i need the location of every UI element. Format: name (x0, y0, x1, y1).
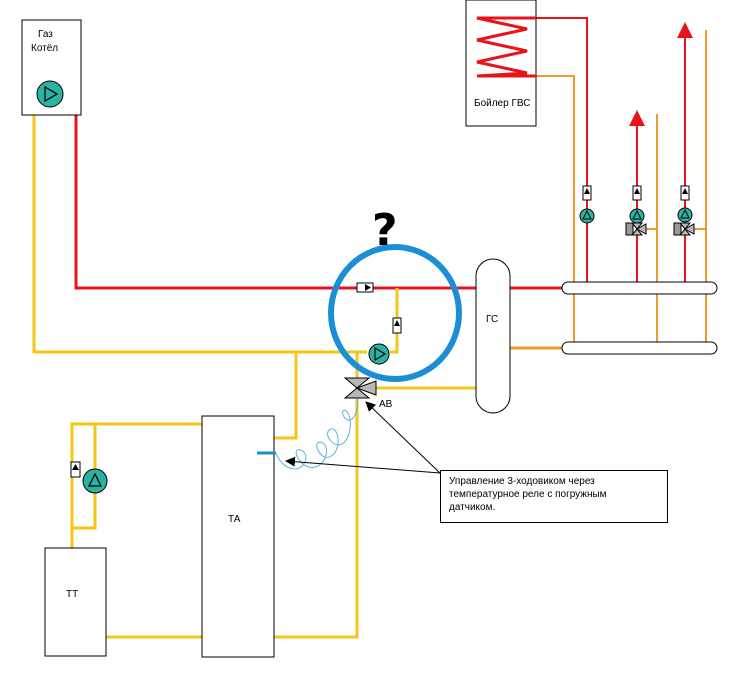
pipes (32, 17, 707, 639)
dhw-boiler-label: Бойлер ГВС (474, 98, 530, 109)
hydro-separator (475, 258, 511, 414)
dhw-return-pipe (536, 75, 575, 346)
dhw-supply-pipe (536, 17, 588, 286)
check-valve-icon (392, 317, 402, 334)
annotation-line-2: температурное реле с погружным (449, 489, 607, 500)
check-valve-icon (680, 185, 690, 201)
pump-icon (82, 468, 108, 494)
annotation-box: Управление 3-ходовиком через температурн… (440, 470, 668, 523)
pump-icon (579, 208, 595, 224)
tank-link-pipe (274, 352, 298, 440)
check-valve-icon (356, 282, 374, 293)
callout-arrow-sensor (285, 456, 441, 474)
solid-fuel-boiler-label: ТТ (66, 589, 78, 600)
circuit2-return-pipe (645, 114, 658, 230)
hydro-separator-label: ГС (486, 314, 498, 325)
supply-manifold (561, 281, 718, 295)
boiler-return-pipe (32, 114, 367, 354)
buffer-tank (201, 415, 275, 658)
bypass-pipe (390, 288, 399, 354)
tt-pump-pipe (72, 424, 97, 530)
check-valve-icon (70, 461, 81, 478)
valve-label: АВ (379, 399, 393, 410)
gas-boiler-label-1: Газ (38, 29, 53, 40)
dhw-coil (476, 16, 536, 78)
solid-fuel-boiler (44, 547, 107, 657)
callout-arrow-valve (365, 401, 441, 474)
check-valve-icon (582, 185, 592, 201)
valve-tank-pipe (274, 352, 359, 639)
gas-boiler-label-2: Котёл (31, 43, 58, 54)
check-valve-icon (632, 185, 642, 201)
buffer-tank-label: ТА (228, 514, 241, 525)
annotation-line-1: Управление 3-ходовиком через (449, 476, 595, 487)
return-manifold (561, 341, 718, 355)
circuit3-return-pipe (693, 30, 707, 230)
highlight-circle (328, 244, 462, 382)
pump-icon (36, 80, 64, 108)
pump-icon (629, 208, 645, 224)
annotation-line-3: датчиком. (449, 502, 496, 513)
three-way-valve-icon (343, 377, 377, 399)
pump-icon (677, 207, 693, 223)
sensor-cable (275, 397, 359, 470)
three-way-valve-icon (625, 222, 647, 236)
question-mark: ? (372, 205, 398, 256)
boiler-supply-pipe (74, 114, 562, 290)
pump-icon (368, 343, 390, 365)
three-way-valve-icon (673, 222, 695, 236)
tt-supply-pipe (70, 422, 202, 548)
